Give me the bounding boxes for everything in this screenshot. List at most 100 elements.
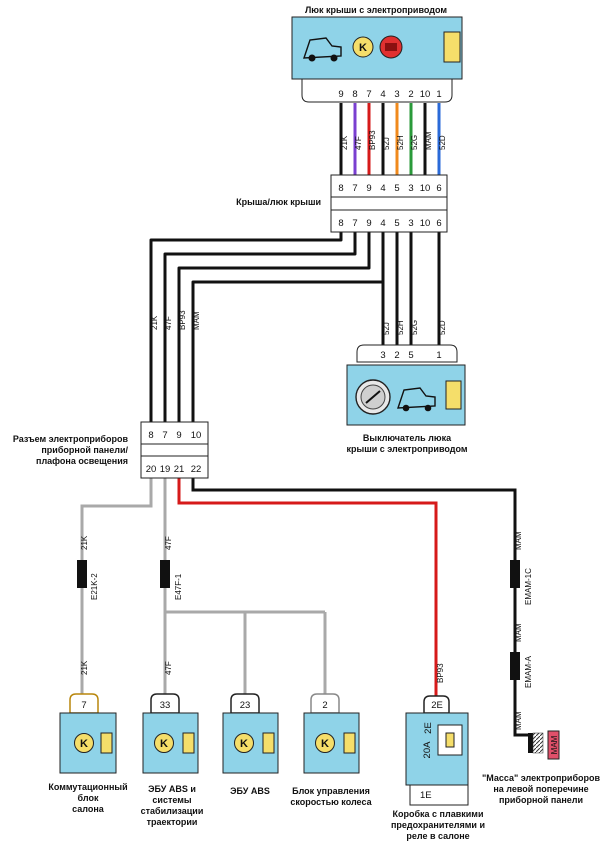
inline-connector-emam-1c <box>510 560 520 588</box>
svg-text:E21K-2: E21K-2 <box>90 573 99 600</box>
sunroof-title: Люк крыши с электроприводом <box>305 5 447 15</box>
svg-text:MAM: MAM <box>514 623 523 642</box>
inline-connector-emam-a <box>510 652 520 680</box>
inline-connector-e47f-1 <box>160 560 170 588</box>
svg-text:ЭБУ ABS: ЭБУ ABS <box>230 786 270 796</box>
svg-text:приборной панели: приборной панели <box>499 795 583 805</box>
svg-text:19: 19 <box>160 464 171 475</box>
svg-text:1E: 1E <box>420 790 432 801</box>
svg-text:на левой поперечине: на левой поперечине <box>493 784 588 794</box>
svg-text:Коробка с плавкими: Коробка с плавкими <box>393 809 484 819</box>
abs-ecu: 23 K ЭБУ ABS <box>222 693 279 796</box>
svg-text:47F: 47F <box>164 661 173 675</box>
svg-text:"Масса" электроприборов: "Масса" электроприборов <box>482 773 601 783</box>
svg-text:10: 10 <box>420 218 431 229</box>
svg-text:1: 1 <box>436 350 441 361</box>
wire-bp93-trunk <box>177 232 371 422</box>
svg-text:10: 10 <box>420 89 431 100</box>
svg-text:MAM: MAM <box>514 711 523 730</box>
svg-text:7: 7 <box>162 430 167 441</box>
svg-text:4: 4 <box>380 183 385 194</box>
svg-text:2: 2 <box>322 700 327 711</box>
wire-21k-branch <box>80 478 153 694</box>
sunroof-connector <box>301 78 453 103</box>
svg-text:BP93: BP93 <box>368 130 377 150</box>
svg-text:8: 8 <box>352 89 357 100</box>
svg-text:6: 6 <box>436 183 441 194</box>
svg-text:блок: блок <box>78 793 99 803</box>
svg-text:MAM: MAM <box>424 131 433 150</box>
sunroof-wire-labels: 21K 47F BP93 52J 52H 52G MAM 52D <box>340 130 447 150</box>
svg-text:9: 9 <box>176 430 181 441</box>
car-icon <box>303 37 342 62</box>
switch-tab <box>445 380 462 410</box>
svg-text:Разъем электроприборов: Разъем электроприборов <box>13 434 129 444</box>
switch-pins: 3 2 5 1 <box>380 350 441 361</box>
svg-text:Блок управления: Блок управления <box>292 786 370 796</box>
svg-text:20: 20 <box>146 464 157 475</box>
fuse-box: 2E 20A 2E 1E Коробка с плавкими предохра… <box>391 695 485 841</box>
panel-connector: Разъем электроприборов приборной панели/… <box>13 421 209 479</box>
wire-47f-trunk <box>163 232 357 422</box>
roof-connector-body <box>330 174 448 233</box>
roof-connector-top-pins: 8 7 9 4 5 3 10 6 <box>338 183 441 194</box>
svg-text:2: 2 <box>408 89 413 100</box>
svg-text:3: 3 <box>408 218 413 229</box>
wire-bp93-branch <box>177 478 438 696</box>
ecu-icon <box>154 733 174 753</box>
roof-connector-label: Крыша/люк крыши <box>236 197 321 207</box>
svg-text:MAM: MAM <box>192 311 201 330</box>
svg-text:22: 22 <box>191 464 202 475</box>
svg-text:5: 5 <box>394 218 399 229</box>
svg-text:приборной панели/: приборной панели/ <box>41 445 128 455</box>
inline-connectors: 21K E21K-2 21K 47F E47F-1 47F BP93 MAM E… <box>77 531 533 730</box>
svg-text:47F: 47F <box>164 536 173 550</box>
svg-text:5: 5 <box>408 350 413 361</box>
ecu-icon <box>74 733 94 753</box>
svg-text:52H: 52H <box>396 320 405 335</box>
ground-point: MAM "Масса" электроприборов на левой поп… <box>482 730 601 805</box>
svg-text:MAM: MAM <box>550 735 559 754</box>
svg-text:21K: 21K <box>340 135 349 150</box>
svg-text:47F: 47F <box>354 136 363 150</box>
svg-text:K: K <box>240 738 248 750</box>
svg-text:скоростью колеса: скоростью колеса <box>290 797 372 807</box>
svg-text:33: 33 <box>160 700 171 711</box>
svg-text:4: 4 <box>380 89 385 100</box>
svg-text:траектории: траектории <box>147 817 198 827</box>
fuse-icon <box>437 724 463 756</box>
svg-text:BP93: BP93 <box>178 310 187 330</box>
inline-connector-e21k-2 <box>77 560 87 588</box>
svg-text:3: 3 <box>394 89 399 100</box>
svg-text:10: 10 <box>191 430 202 441</box>
svg-text:7: 7 <box>352 183 357 194</box>
ecu-icon <box>234 733 254 753</box>
svg-text:8: 8 <box>148 430 153 441</box>
wheel-speed-control: 2 K Блок управления скоростью колеса <box>290 693 373 807</box>
car-icon <box>397 387 436 412</box>
svg-text:плафона освещения: плафона освещения <box>36 456 128 466</box>
motor-icon <box>379 35 403 59</box>
roof-connector: Крыша/люк крыши 8 7 9 4 5 3 10 6 8 7 9 4… <box>236 174 448 233</box>
panel-connector-bottom-pins: 20 19 21 22 <box>146 464 202 475</box>
svg-text:7: 7 <box>352 218 357 229</box>
svg-text:системы: системы <box>152 795 191 805</box>
panel-connector-top-pins: 8 7 9 10 <box>148 430 201 441</box>
svg-text:21K: 21K <box>80 535 89 550</box>
sunroof-motor: Люк крыши с электроприводом K 9 8 7 4 3 … <box>291 5 463 150</box>
svg-text:8: 8 <box>338 218 343 229</box>
sunroof-pins: 9 8 7 4 3 2 10 1 <box>338 89 441 100</box>
svg-text:K: K <box>160 738 168 750</box>
svg-text:BP93: BP93 <box>436 663 445 683</box>
svg-text:салона: салона <box>72 804 105 814</box>
svg-text:52G: 52G <box>410 320 419 335</box>
switch-wire-labels: 52J 52H 52G 52D <box>382 320 447 335</box>
svg-text:21: 21 <box>174 464 185 475</box>
svg-text:21K: 21K <box>150 315 159 330</box>
svg-text:7: 7 <box>81 700 86 711</box>
comm-block: 7 K Коммутационный блок салона <box>48 693 128 814</box>
svg-text:52D: 52D <box>438 135 447 150</box>
svg-text:52J: 52J <box>382 137 391 150</box>
sunroof-body <box>291 16 463 80</box>
